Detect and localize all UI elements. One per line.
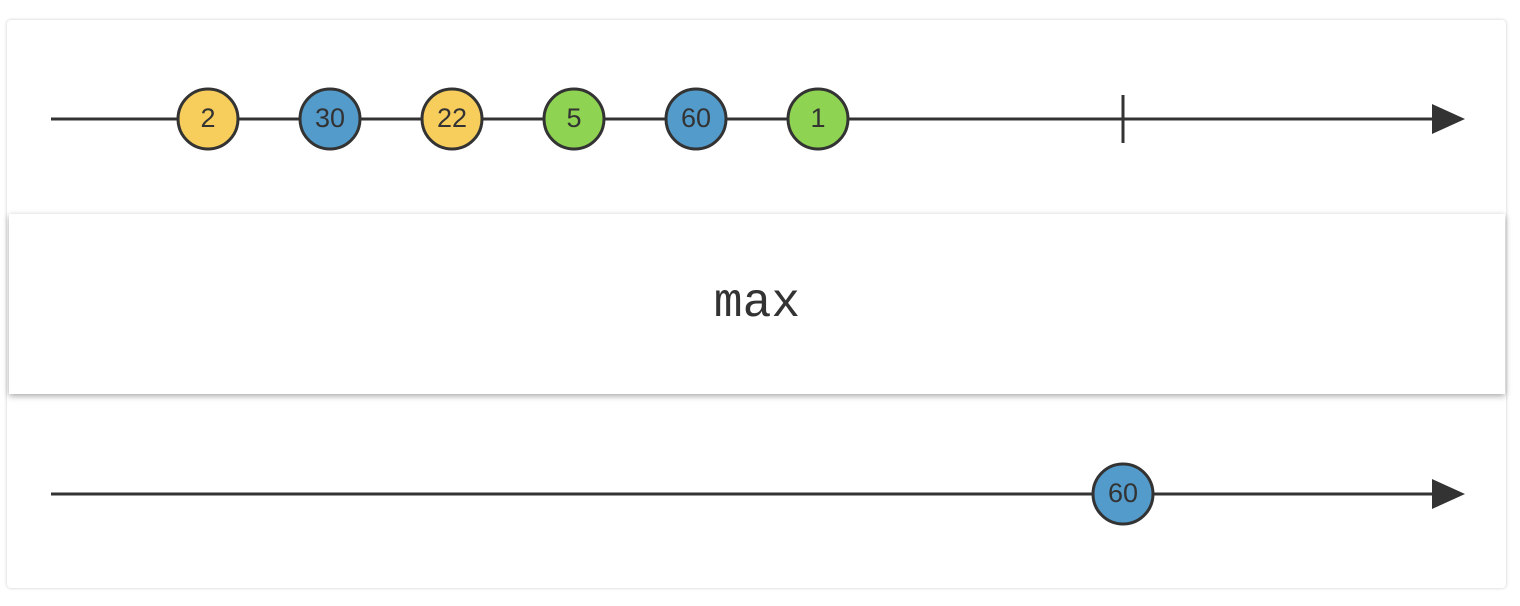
input-marble-label: 30 (315, 103, 345, 133)
output-marble-label: 60 (1108, 478, 1138, 508)
output-marble[interactable]: 60 (1091, 462, 1155, 526)
output-arrowhead (1432, 479, 1465, 509)
input-marble[interactable]: 22 (420, 87, 484, 151)
input-marble-circle (420, 87, 484, 151)
input-marble[interactable]: 60 (664, 87, 728, 151)
input-marble-circle (298, 87, 362, 151)
input-marble-circle (786, 87, 850, 151)
input-marble[interactable]: 1 (786, 87, 850, 151)
input-marble-label: 1 (810, 103, 825, 133)
operator-box: max (9, 214, 1505, 394)
input-marble[interactable]: 30 (298, 87, 362, 151)
input-timeline: 2 30 22 5 60 1 (51, 87, 1465, 151)
input-marble-circle (664, 87, 728, 151)
input-marble-label: 5 (566, 103, 581, 133)
operator-label: max (713, 277, 801, 331)
input-marble[interactable]: 2 (176, 87, 240, 151)
input-arrowhead (1432, 104, 1465, 134)
input-marble[interactable]: 5 (542, 87, 606, 151)
input-marble-label: 60 (681, 103, 711, 133)
input-marble-label: 2 (200, 103, 215, 133)
output-marble-circle (1091, 462, 1155, 526)
input-marble-circle (542, 87, 606, 151)
input-marble-label: 22 (437, 103, 467, 133)
input-marble-circle (176, 87, 240, 151)
output-timeline: 60 (51, 462, 1465, 526)
